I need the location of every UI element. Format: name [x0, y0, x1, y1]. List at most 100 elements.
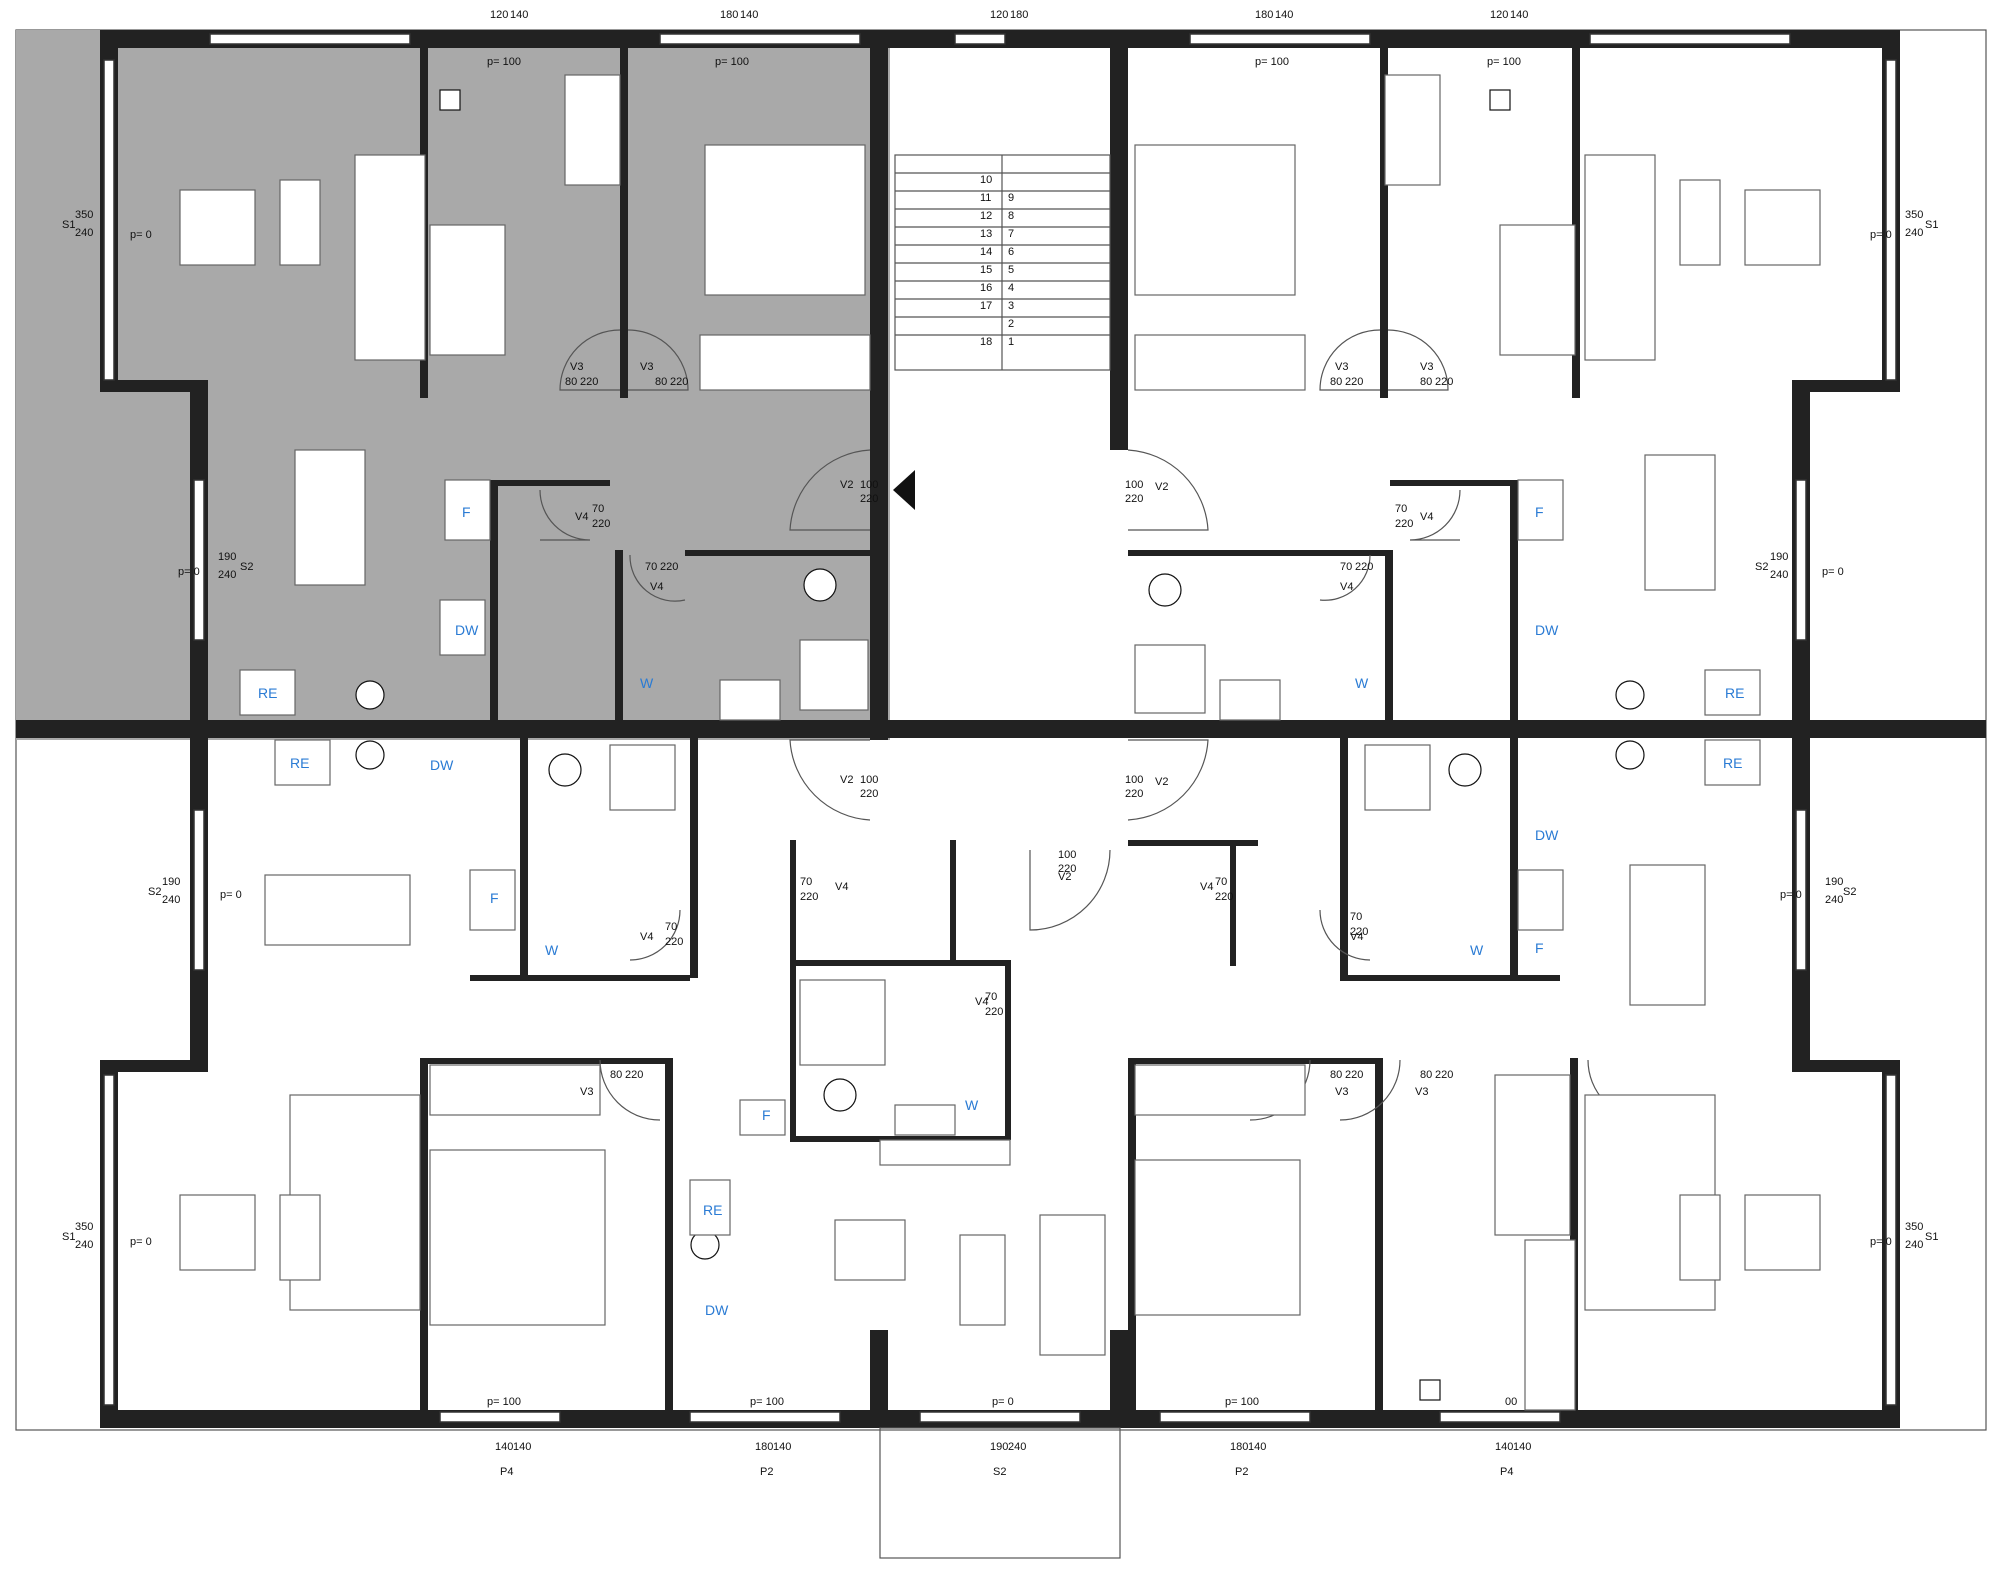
stair-step-5: 5: [1008, 264, 1014, 276]
window-type-tag: S2: [993, 1466, 1006, 1478]
range-label: RE: [703, 1202, 722, 1218]
window-height-label: 240: [75, 1239, 93, 1251]
door-type-tag: V4: [575, 511, 588, 523]
window-type-tag: P2: [760, 1466, 773, 1478]
parapet-label: p= 100: [1225, 1396, 1259, 1408]
fridge-label: F: [762, 1107, 771, 1123]
window-width-label: 350: [75, 1221, 93, 1233]
fridge-label: F: [462, 504, 471, 520]
parapet-label: p= 100: [715, 56, 749, 68]
door-height-label: 220: [1125, 493, 1143, 505]
wardrobe: [564, 74, 621, 186]
appliance-labels: RE RE RE RE RE DW DW DW DW DW F F F F F …: [258, 504, 1744, 1318]
door-type-tag: V3: [1420, 361, 1433, 373]
door-swings: [539, 329, 1649, 1121]
washer-label: W: [640, 675, 654, 691]
armchair: [1744, 1194, 1821, 1271]
window-type-tag: P4: [500, 1466, 513, 1478]
bathroom-sink: [1219, 679, 1281, 721]
washer-label: W: [1470, 942, 1484, 958]
door-type-tag: V3: [1335, 1086, 1348, 1098]
fridge: [739, 1099, 786, 1136]
kitchen-sink: [355, 740, 385, 770]
wardrobe: [699, 334, 871, 391]
stair-step-12: 12: [980, 210, 992, 222]
window-height-label: 240: [1905, 227, 1923, 239]
door-tags: V2 100 220 100 220 V2 V2 100 220 100 220…: [565, 361, 1453, 1098]
window-type-tag: S1: [62, 1231, 75, 1243]
door-height-label: 220: [1350, 926, 1368, 938]
door-width-label: 70: [665, 921, 677, 933]
door-type-tag: V2: [840, 774, 853, 786]
door-type-tag: V2: [1155, 776, 1168, 788]
window-height-label: 240: [218, 569, 236, 581]
wardrobe: [1134, 1064, 1306, 1116]
door-width-label: 100: [860, 479, 878, 491]
stair-step-1: 1: [1008, 336, 1014, 348]
stair-step-17: 17: [980, 300, 992, 312]
door-width-label: 80: [610, 1069, 622, 1081]
shower-tray: [1364, 744, 1431, 811]
door-height-label: 220: [985, 1006, 1003, 1018]
door-type-tag: V3: [1415, 1086, 1428, 1098]
kitchen-sink: [1615, 740, 1645, 770]
door-type-tag: V4: [1420, 511, 1433, 523]
dishwasher-label: DW: [455, 622, 479, 638]
armchair: [179, 189, 256, 266]
window-width-label: 190: [162, 876, 180, 888]
door-height-label: 220: [1435, 1069, 1453, 1081]
sofa: [1584, 154, 1656, 361]
parapet-label: p= 0: [130, 1236, 152, 1248]
single-bed: [1494, 1074, 1571, 1236]
stair-step-16: 16: [980, 282, 992, 294]
cooktop: [274, 739, 331, 786]
door-type-tag: V4: [1350, 931, 1363, 943]
parapet-label: p= 100: [487, 1396, 521, 1408]
fridge: [1517, 479, 1564, 541]
parapet-label: p= 0: [1870, 1236, 1892, 1248]
fridge-label: F: [1535, 504, 1544, 520]
window-tags: S1 350 240 S1 350 240 S1 350 240 S1 350 …: [62, 9, 1938, 1478]
door-height-label: 220: [1345, 376, 1363, 388]
bed: [1134, 144, 1296, 296]
desk-chair: [439, 89, 461, 111]
window-type-tag: P4: [1500, 1466, 1513, 1478]
door-type-tag: V4: [640, 931, 653, 943]
door-width-label: 70: [1215, 876, 1227, 888]
armchair: [1744, 189, 1821, 266]
parapet-label: p= 0: [1780, 889, 1802, 901]
stair-step-4: 4: [1008, 282, 1014, 294]
door-height-label: 220: [860, 493, 878, 505]
fridge: [444, 479, 491, 541]
shower-tray: [799, 639, 869, 711]
fridge-label: F: [490, 890, 499, 906]
parapet-label: p= 0: [1870, 229, 1892, 241]
window-width-label: 190: [218, 551, 236, 563]
door-height-label: 220: [800, 891, 818, 903]
dishwasher-label: DW: [430, 757, 454, 773]
window-width-label: 180: [720, 9, 738, 21]
window-width-label: 140: [1495, 1441, 1513, 1453]
window-height-label: 240: [75, 227, 93, 239]
door-width-label: 70: [1350, 911, 1362, 923]
coffee-table: [1679, 179, 1721, 266]
door-width-label: 70: [1395, 503, 1407, 515]
dining-table: [264, 874, 411, 946]
range-label: RE: [1723, 755, 1742, 771]
window-type-tag: S2: [240, 561, 253, 573]
window-height-label: 140: [1248, 1441, 1266, 1453]
door-height-label: 220: [592, 518, 610, 530]
window-height-label: 240: [1825, 894, 1843, 906]
parapet-label: p= 100: [487, 56, 521, 68]
window-height-label: 140: [513, 1441, 531, 1453]
window-type-tag: S1: [1925, 1231, 1938, 1243]
door-height-label: 220: [665, 936, 683, 948]
stair-step-7: 7: [1008, 228, 1014, 240]
door-type-tag: V3: [1335, 361, 1348, 373]
stair-step-14: 14: [980, 246, 992, 258]
door-width-label: 70: [800, 876, 812, 888]
window-height-label: 240: [1770, 569, 1788, 581]
door-type-tag: V2: [1058, 871, 1071, 883]
window-width-label: 190: [1770, 551, 1788, 563]
